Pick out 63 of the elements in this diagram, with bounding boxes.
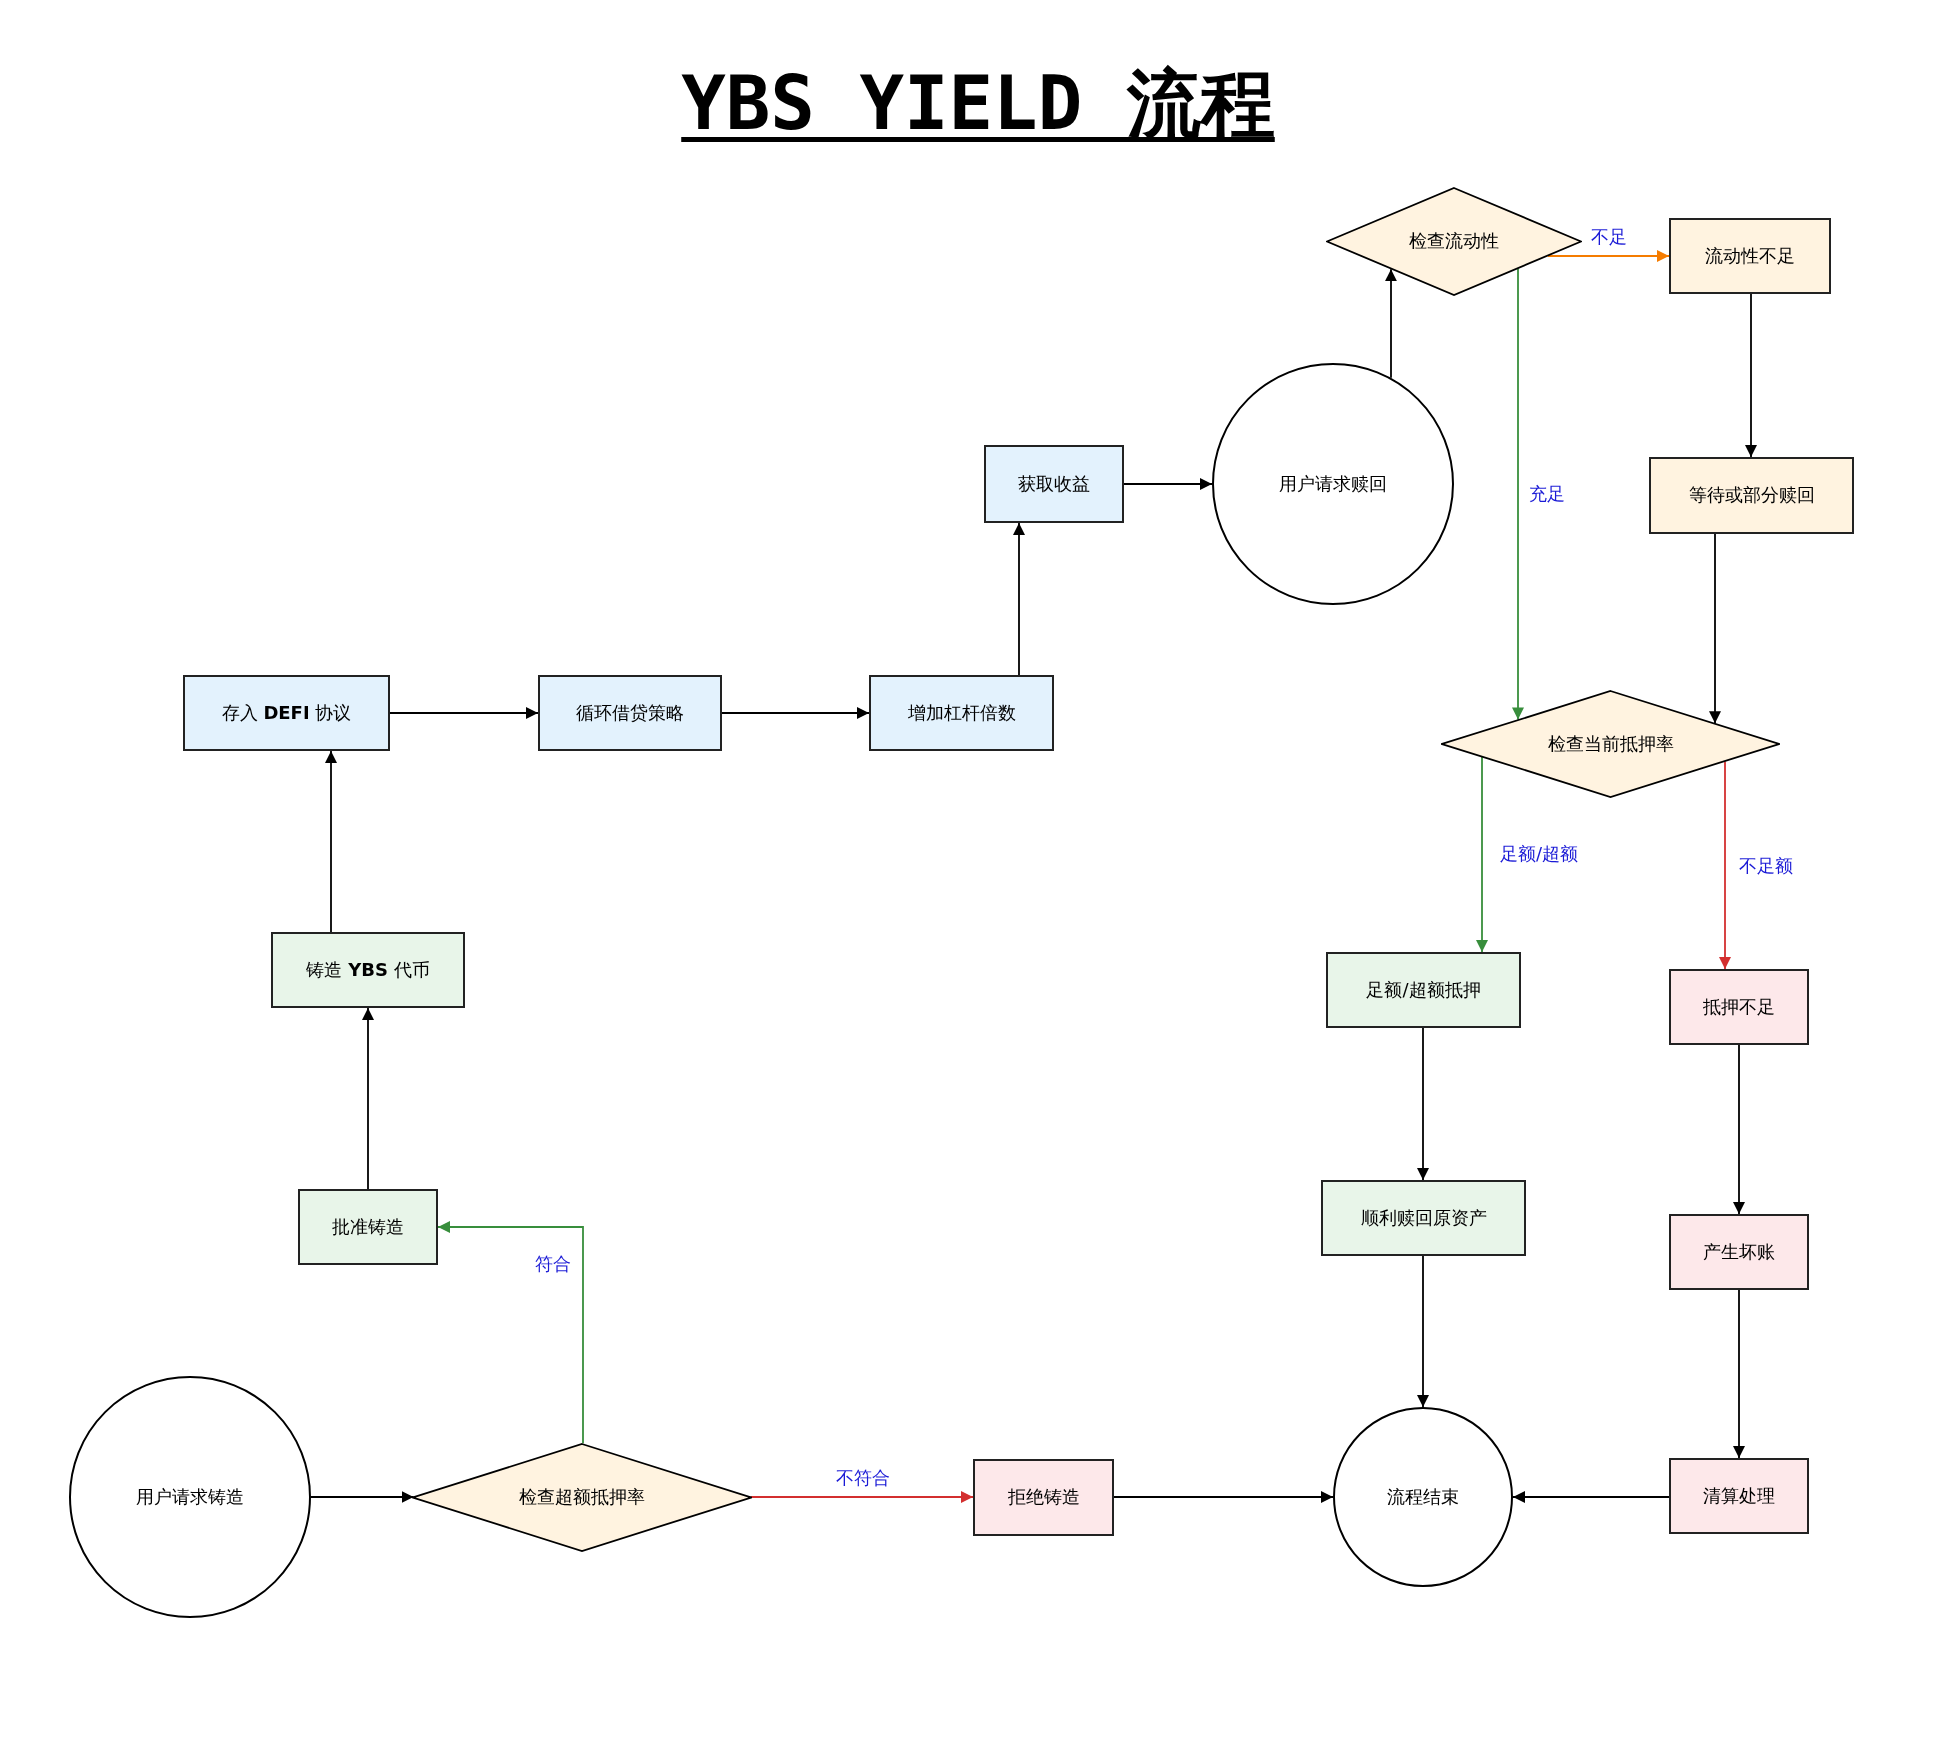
- process-box: [984, 445, 1124, 523]
- edge-label: 符合: [535, 1255, 571, 1273]
- edge-label: 不足额: [1739, 857, 1793, 875]
- arrow: [362, 1007, 374, 1190]
- edge-label: 充足: [1529, 485, 1565, 503]
- arrow: [389, 707, 539, 719]
- node-label: 等待或部分赎回: [1688, 484, 1815, 507]
- arrow: [1417, 1027, 1429, 1181]
- arrow: [1113, 1491, 1334, 1503]
- node-label: 存入 DEFI 协议: [221, 701, 352, 725]
- arrow: [721, 707, 870, 719]
- node-label: 增加杠杆倍数: [907, 701, 1016, 725]
- node-label: 检查流动性: [1409, 230, 1499, 253]
- node-label: 循环借贷策略: [576, 701, 684, 725]
- arrow: [1709, 533, 1721, 725]
- node-label: 清算处理: [1703, 1484, 1775, 1508]
- process-box: [1669, 969, 1809, 1045]
- node-label: 足额/超额抵押: [1366, 978, 1481, 1002]
- arrow: [1512, 1491, 1670, 1503]
- edge-label: 不符合: [836, 1469, 890, 1487]
- process-box: [183, 675, 390, 751]
- arrow: [749, 1491, 974, 1503]
- arrow: [1745, 293, 1757, 458]
- process-box: [1649, 457, 1854, 534]
- process-box: [1326, 952, 1521, 1028]
- arrow: [1719, 760, 1731, 970]
- node-label: 拒绝铸造: [1007, 1486, 1080, 1509]
- arrow: [437, 1221, 584, 1445]
- arrow: [1013, 522, 1025, 676]
- process-box: [973, 1459, 1114, 1536]
- edge-label: 不足: [1591, 228, 1627, 246]
- node-label: 产生坏账: [1703, 1240, 1775, 1264]
- arrow: [310, 1491, 415, 1503]
- process-box: [1669, 1458, 1809, 1534]
- diagram-title: YBS YIELD 流程: [681, 66, 1275, 140]
- node-label: 批准铸造: [332, 1215, 404, 1239]
- node-label: 流动性不足: [1705, 244, 1795, 268]
- process-box: [869, 675, 1054, 751]
- process-box: [538, 675, 722, 751]
- arrow: [1733, 1044, 1745, 1215]
- node-label: 检查超额抵押率: [519, 1486, 645, 1509]
- node-label: 顺利赎回原资产: [1360, 1206, 1487, 1230]
- node-label: 流程结束: [1387, 1485, 1459, 1509]
- node-label: 用户请求铸造: [136, 1485, 244, 1509]
- arrow: [1385, 268, 1397, 379]
- node-label: 铸造 YBS 代币: [306, 958, 430, 982]
- node-label: 抵押不足: [1703, 995, 1775, 1019]
- process-box: [298, 1189, 438, 1265]
- arrow: [1512, 267, 1524, 721]
- process-box: [1669, 1214, 1809, 1290]
- arrow: [1733, 1289, 1745, 1459]
- process-box: [1669, 218, 1831, 294]
- arrow: [1123, 478, 1213, 490]
- arrow: [1417, 1255, 1429, 1408]
- arrow: [1476, 756, 1488, 953]
- arrow: [1547, 250, 1670, 262]
- edge-label: 足额/超额: [1499, 845, 1579, 863]
- process-box: [271, 932, 465, 1008]
- node-label: 检查当前抵押率: [1547, 732, 1674, 756]
- node-label: 获取收益: [1018, 472, 1090, 496]
- process-box: [1321, 1180, 1526, 1256]
- node-label: 用户请求赎回: [1279, 472, 1387, 496]
- arrow: [325, 750, 337, 933]
